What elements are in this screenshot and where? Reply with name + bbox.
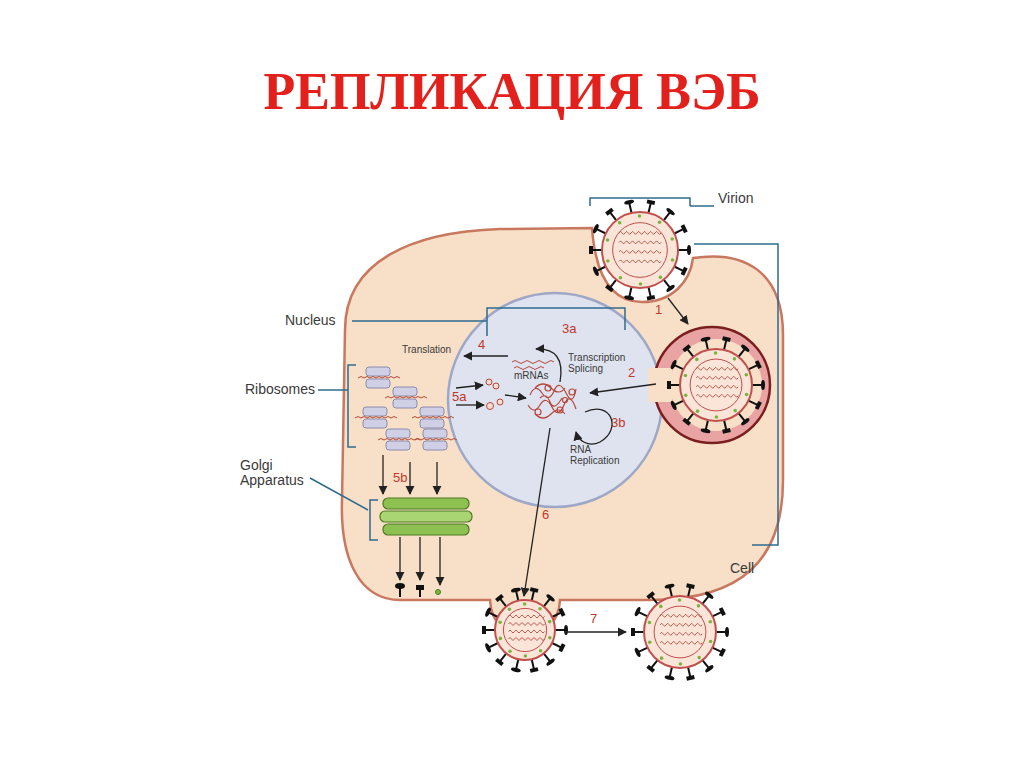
step-number: 3b [611, 416, 625, 430]
step-number: 4 [478, 338, 485, 352]
ribosome [412, 407, 454, 428]
part-label: Nucleus [285, 313, 336, 328]
step-number: 7 [590, 612, 597, 626]
process-label: Transcription Splicing [568, 352, 636, 374]
ribosomes [355, 367, 457, 450]
virion [589, 199, 691, 301]
step-number: 5a [452, 390, 466, 404]
endosome-lumen [670, 339, 762, 431]
step-number: 6 [542, 508, 549, 522]
ribosome [378, 429, 420, 450]
brackets [310, 198, 778, 545]
mrna-strands [512, 361, 554, 370]
virions [482, 199, 765, 681]
virion [667, 336, 765, 434]
cell-membrane [342, 228, 783, 636]
step-number: 1 [655, 303, 662, 317]
protein-particles [486, 379, 503, 410]
endosome [654, 327, 770, 443]
virion [482, 587, 568, 673]
step-number: 5b [393, 471, 407, 485]
slide-title: РЕПЛИКАЦИЯ ВЭБ [0, 62, 1024, 121]
arrows [383, 298, 688, 632]
part-label: Golgi Apparatus [240, 458, 320, 489]
nucleus [448, 293, 662, 507]
process-label: RNA Replication [570, 444, 630, 466]
step-number: 3a [562, 322, 576, 336]
part-label: Virion [718, 191, 754, 206]
part-label: Ribosomes [245, 382, 315, 397]
step-number: 2 [628, 366, 635, 380]
golgi-apparatus [380, 498, 472, 535]
process-label: mRNAs [514, 370, 548, 381]
process-label: Translation [402, 344, 451, 355]
ribosome [358, 367, 400, 388]
ribosome [385, 387, 427, 408]
virion [631, 583, 729, 681]
viral-genome [528, 384, 576, 418]
ribosome [415, 429, 457, 450]
membrane-proteins [396, 584, 441, 597]
ribosome [355, 407, 397, 428]
part-label: Cell [730, 561, 754, 576]
